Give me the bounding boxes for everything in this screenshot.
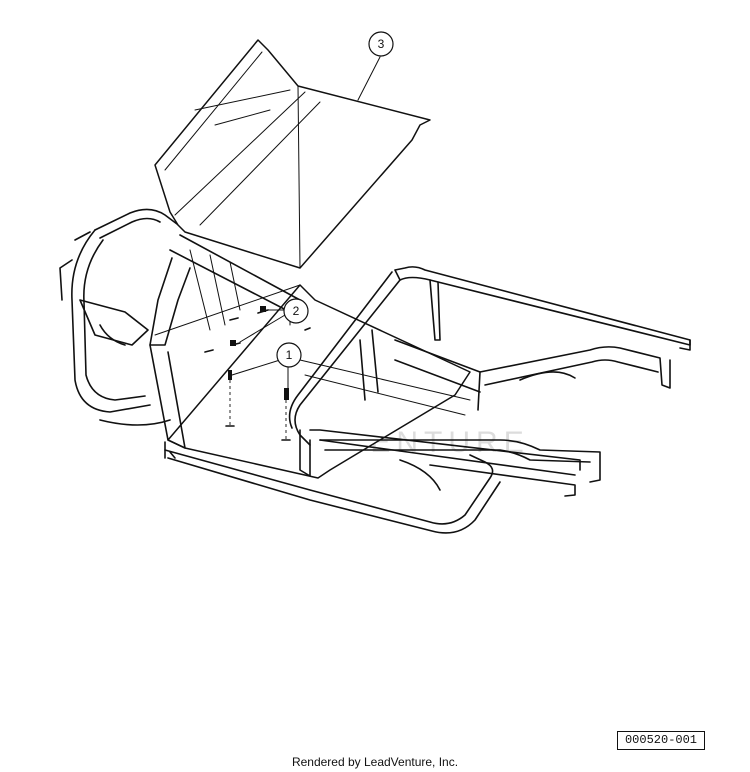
callout-3: 3 — [368, 31, 394, 57]
svg-text:1: 1 — [286, 348, 293, 362]
footer-credit: Rendered by LeadVenture, Inc. — [291, 755, 459, 769]
svg-text:2: 2 — [293, 304, 300, 318]
floor-board-panel — [154, 39, 431, 269]
callout-2: 2 — [283, 298, 309, 324]
nut-2a — [260, 306, 266, 312]
part-number-label: 000520-001 — [617, 731, 705, 750]
svg-text:3: 3 — [378, 37, 385, 51]
nut-2b — [230, 340, 236, 346]
callout-leaders — [231, 56, 381, 391]
bolt-1a — [228, 370, 232, 380]
bolt-1b — [284, 388, 289, 400]
cart-frame — [59, 208, 691, 534]
hardware-bolts — [204, 306, 311, 441]
callout-1: 1 — [276, 342, 302, 368]
